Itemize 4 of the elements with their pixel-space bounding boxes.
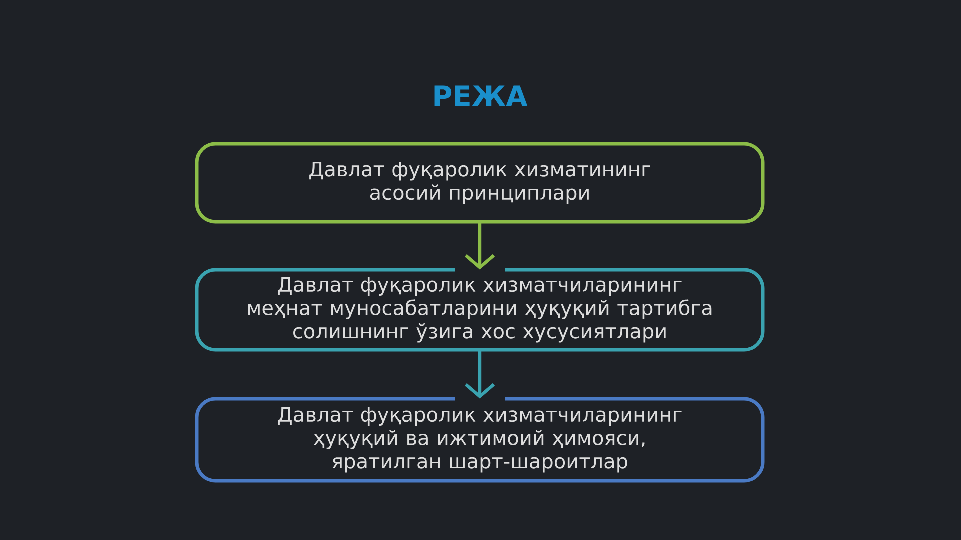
title: РЕЖА [434, 86, 528, 106]
process-box: Давлат фуқаролик хизматчиларининг меҳнат муносабатларини ҳуқуқий тартибга солишнинг ўзига хос хусусиятлари [195, 268, 765, 352]
process-box: Давлат фуқаролик хизматчиларининг ҳуқуқий ва ижтимоий ҳимояси, яратилган шарт-шароитлар [195, 397, 765, 483]
process-box: Давлат фуқаролик хизматининг асосий принциплари [195, 142, 765, 224]
